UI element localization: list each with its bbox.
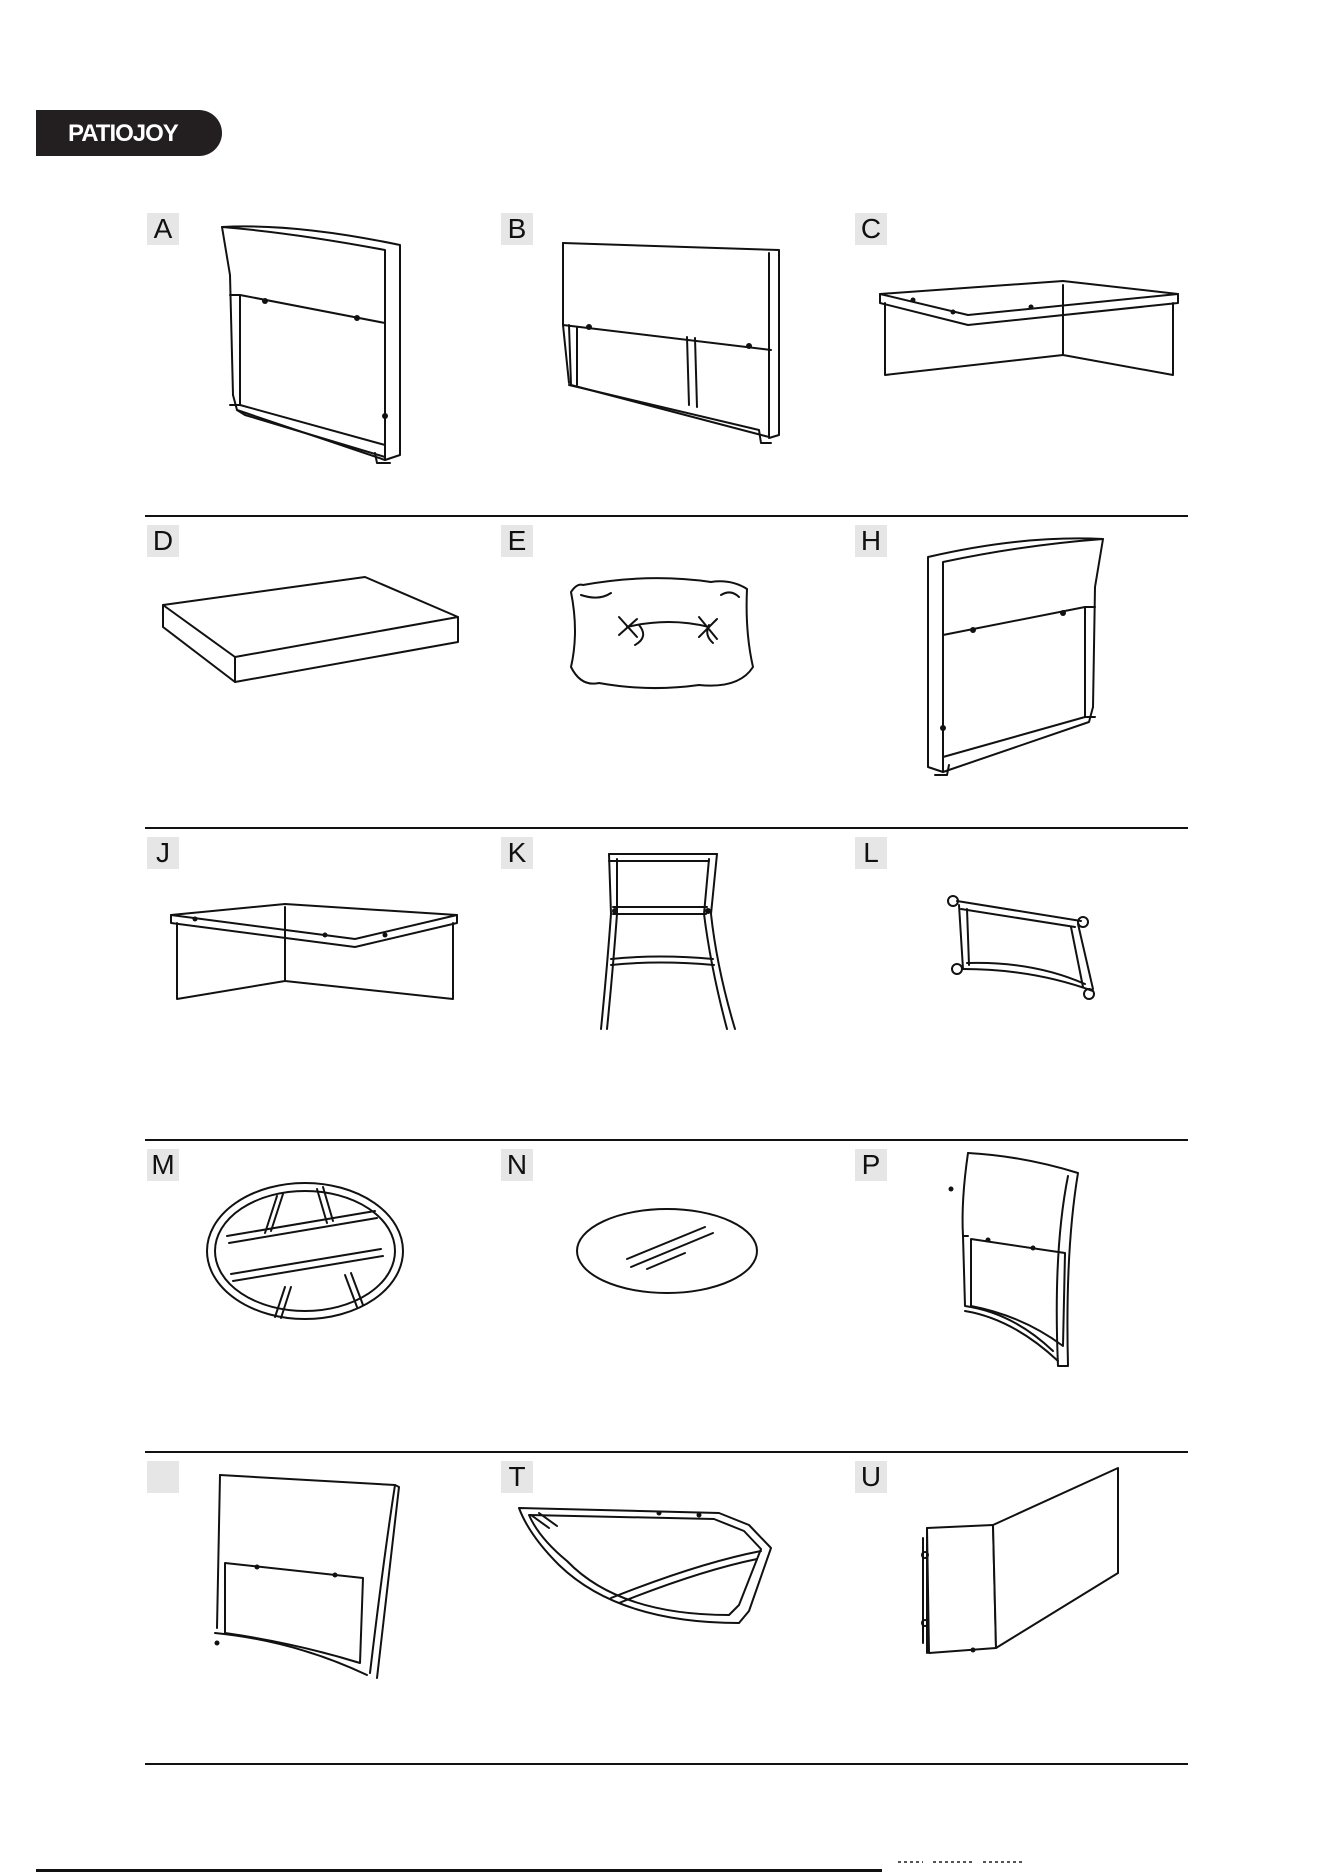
curved-bracket-icon: [853, 829, 1203, 1089]
chair-back-frame-icon: [145, 205, 495, 465]
part-cell-n: N: [499, 1141, 849, 1451]
parts-row-3: J K L: [145, 829, 1188, 1141]
part-cell-l: L: [853, 829, 1203, 1139]
part-cell-t: T: [499, 1453, 849, 1763]
curved-back-panel-icon: [853, 1141, 1203, 1401]
parts-row-2: D E H: [145, 517, 1188, 829]
part-cell-h: H: [853, 517, 1203, 827]
part-cell-s: [145, 1453, 495, 1763]
part-cell-e: E: [499, 517, 849, 827]
quarter-round-frame-icon: [499, 1453, 849, 1713]
parts-grid: A B C: [145, 205, 1188, 1765]
seat-cushion-icon: [145, 517, 495, 777]
chair-leg-frame-icon: [499, 829, 849, 1089]
parts-row-4: M N P: [145, 1141, 1188, 1453]
round-table-frame-icon: [145, 1141, 495, 1401]
part-cell-j: J: [145, 829, 495, 1139]
patiojoy-logo: PATIOJOY: [36, 110, 222, 156]
corner-base-mirrored-icon: [145, 829, 495, 1089]
chair-back-frame-mirrored-icon: [853, 517, 1203, 777]
part-cell-k: K: [499, 829, 849, 1139]
part-cell-c: C: [853, 205, 1203, 515]
footer-text-fragment: [883, 1860, 1043, 1864]
folding-panel-icon: [853, 1453, 1203, 1713]
logo-text: PATIOJOY: [68, 120, 178, 148]
part-cell-b: B: [499, 205, 849, 515]
parts-row-5: T U: [145, 1453, 1188, 1765]
back-pillow-icon: [499, 517, 849, 777]
curved-back-panel-mirrored-icon: [145, 1453, 495, 1713]
part-cell-m: M: [145, 1141, 495, 1451]
part-cell-p: P: [853, 1141, 1203, 1451]
parts-row-1: A B C: [145, 205, 1188, 517]
corner-base-icon: [853, 205, 1203, 465]
sofa-back-frame-icon: [499, 205, 849, 465]
part-cell-a: A: [145, 205, 495, 515]
part-cell-d: D: [145, 517, 495, 827]
part-cell-u: U: [853, 1453, 1203, 1763]
round-glass-top-icon: [499, 1141, 849, 1401]
